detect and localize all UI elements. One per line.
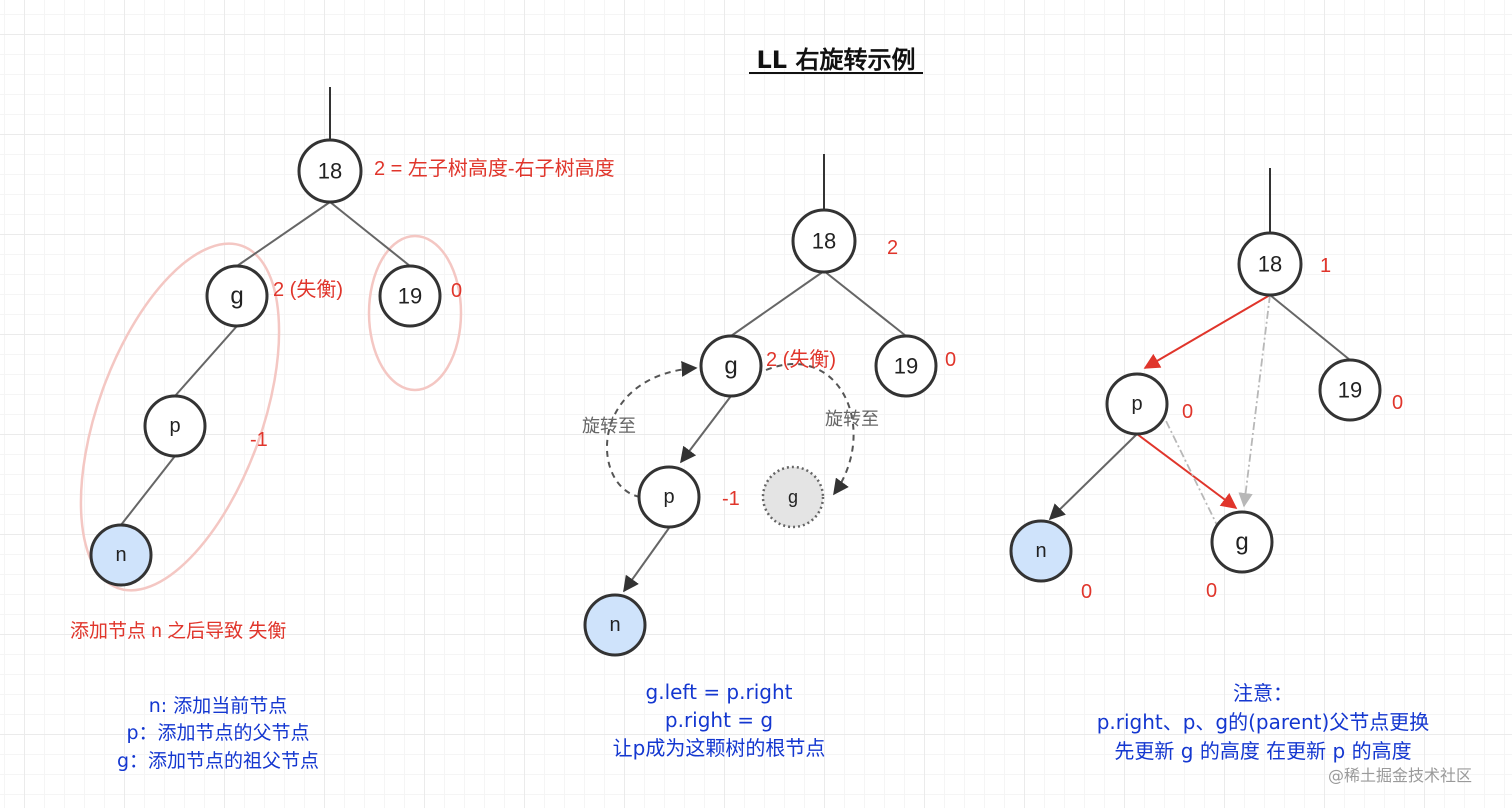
node-label: n [609,614,620,636]
tree-node: 18 [791,208,857,274]
height-label: 0 [451,280,462,302]
note-line: p.right = g [665,708,773,732]
edge-p-n [1048,433,1138,521]
height-label: 2 (失衡) [273,278,343,301]
height-label: 0 [1081,581,1092,603]
tree-node-new: n [583,593,647,657]
note-line: 注意： [1233,681,1293,705]
height-label: 1 [1320,255,1331,277]
height-label: 2 [887,237,898,259]
old-link-root-g [1238,294,1271,508]
diagram-title: LL 右旋转示例 [757,46,916,74]
diagram1: 18 g 19 p n 2 = 左子树高度-右子树高度 2 (失衡) 0 -1 … [70,87,615,772]
tree-node-new: n [89,523,153,587]
node-label: 19 [1338,378,1362,403]
node-label: p [1131,393,1142,415]
tree-node: 18 [297,138,363,204]
rotate-arrow-right [765,363,855,496]
height-label: 0 [1392,392,1403,414]
tree-node: g [1210,510,1274,574]
height-label: 2 = 左子树高度-右子树高度 [374,157,615,180]
height-label: 2 (失衡) [766,348,836,371]
edge-root-19 [1269,294,1351,361]
node-label: 18 [318,159,342,184]
note-line: g.left = p.right [646,680,793,704]
node-label: 18 [1258,252,1282,277]
edge-root-19 [329,201,411,267]
edge-root-19 [823,270,907,337]
rotate-label: 旋转至 [825,409,879,430]
highlight-right-subtree [367,234,463,392]
tree-node: p [637,465,701,529]
tree-node-new: n [1009,519,1073,583]
tree-node: p [143,394,207,458]
node-label: g [230,283,243,310]
edge-p-n [120,455,176,526]
tree-node: 18 [1237,231,1303,297]
caption: 添加节点 n 之后导致 失衡 [70,620,286,642]
node-label: g [788,487,798,507]
node-label: 19 [894,354,918,379]
node-label: 19 [398,284,422,309]
tree-node: 19 [874,334,938,398]
edge-root-g [236,201,331,267]
node-label: n [115,544,126,566]
edge-p-n [623,527,670,593]
height-label: -1 [250,429,268,451]
edge-g-p [174,325,238,397]
tree-node: p [1105,372,1169,436]
legend-line: n: 添加当前节点 [149,695,287,717]
edge-g-p [680,395,732,464]
height-label: 0 [1182,401,1193,423]
legend-line: g：添加节点的祖父节点 [117,750,319,772]
tree-node: g [699,334,763,398]
tree-node: 19 [378,264,442,328]
node-label: p [663,486,674,508]
tree-node-ghost: g [761,465,825,529]
note-line: p.right、p、g的(parent)父节点更换 [1097,710,1430,734]
tree-node: g [205,264,269,328]
node-label: g [724,353,737,380]
rotate-label: 旋转至 [582,416,636,437]
height-label: 0 [945,349,956,371]
watermark: @稀土掘金技术社区 [1328,766,1472,785]
note-line: 让p成为这颗树的根节点 [613,736,826,760]
node-label: g [1235,529,1248,556]
edge-root-g [730,270,825,337]
height-label: -1 [722,488,740,510]
legend-line: p：添加节点的父节点 [126,722,309,744]
rotate-arrow-left [605,360,698,498]
edge-p-g-new [1136,433,1238,509]
note-line: 先更新 g 的高度 在更新 p 的高度 [1114,739,1411,763]
diagram2: 18 g 19 p g n 2 2 (失衡) 0 -1 旋转至 旋转至 g.le… [582,154,956,760]
edge-root-p-new [1143,294,1271,369]
tree-node: 19 [1318,358,1382,422]
node-label: 18 [812,229,836,254]
highlight-left-subtree [79,242,281,592]
diagram3: 18 p 19 n g 1 0 0 0 0 注意： p.right、p、g的(p… [1009,168,1430,763]
node-label: p [169,415,180,437]
height-label: 0 [1206,580,1217,602]
node-label: n [1035,540,1046,562]
